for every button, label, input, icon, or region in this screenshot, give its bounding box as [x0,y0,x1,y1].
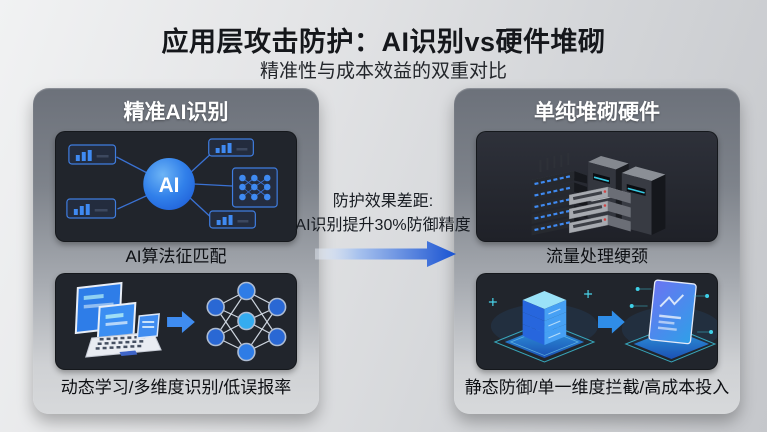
hardware-panel-header: 单纯堆砌硬件 [534,101,660,124]
learning-diagram-icon [74,281,287,362]
gap-text-line2: AI识别提升30%防御精度 [295,217,471,234]
page-title: 应用层攻击防护：AI识别vs硬件堆砌 [161,27,606,57]
hardware-upgrade-image [476,273,718,370]
connector-lines [116,153,233,219]
ai-core-label: AI [159,174,180,197]
server-rack-image [476,131,718,242]
comparison-arrow-icon [315,241,456,267]
data-node-top-left [68,144,117,165]
ai-diagram-image: AI [55,131,297,242]
tower-server-front [621,166,666,235]
ai-core-circle [143,158,195,210]
rack-stack-left [531,171,588,236]
learning-arrow-icon [167,311,195,333]
ai-caption-top: AI算法征匹配 [125,247,227,266]
ai-panel-header: 精准AI识别 [123,101,229,124]
hardware-caption-bottom: 静态防御/单一维度拦截/高成本投入 [464,378,730,397]
platform-left [488,290,596,363]
gap-text-line1: 防护效果差距: [332,193,434,210]
laptop-icon [74,281,162,358]
ai-caption-bottom: 动态学习/多维度识别/低误报率 [60,378,292,397]
antenna-pins [539,153,570,172]
ai-diagram-icon: AI [66,138,278,229]
hardware-panel: 单纯堆砌硬件 [454,88,740,414]
ai-panel: 精准AI识别 [33,88,319,414]
server-stack-front [569,186,631,234]
neural-network-icon [206,281,287,362]
data-node-bottom-right [209,210,256,229]
mesh-node-right [231,167,278,208]
data-node-top-right [208,138,254,157]
upgrade-arrow-icon [597,310,625,334]
hardware-caption-top: 流量处理绠颈 [546,247,648,266]
ai-learning-image [55,273,297,370]
data-node-bottom-left [66,198,117,219]
page-subtitle: 精准性与成本效益的双重对比 [259,61,507,82]
platform-diagram-icon [488,279,717,363]
server-rack-icon [477,132,717,241]
